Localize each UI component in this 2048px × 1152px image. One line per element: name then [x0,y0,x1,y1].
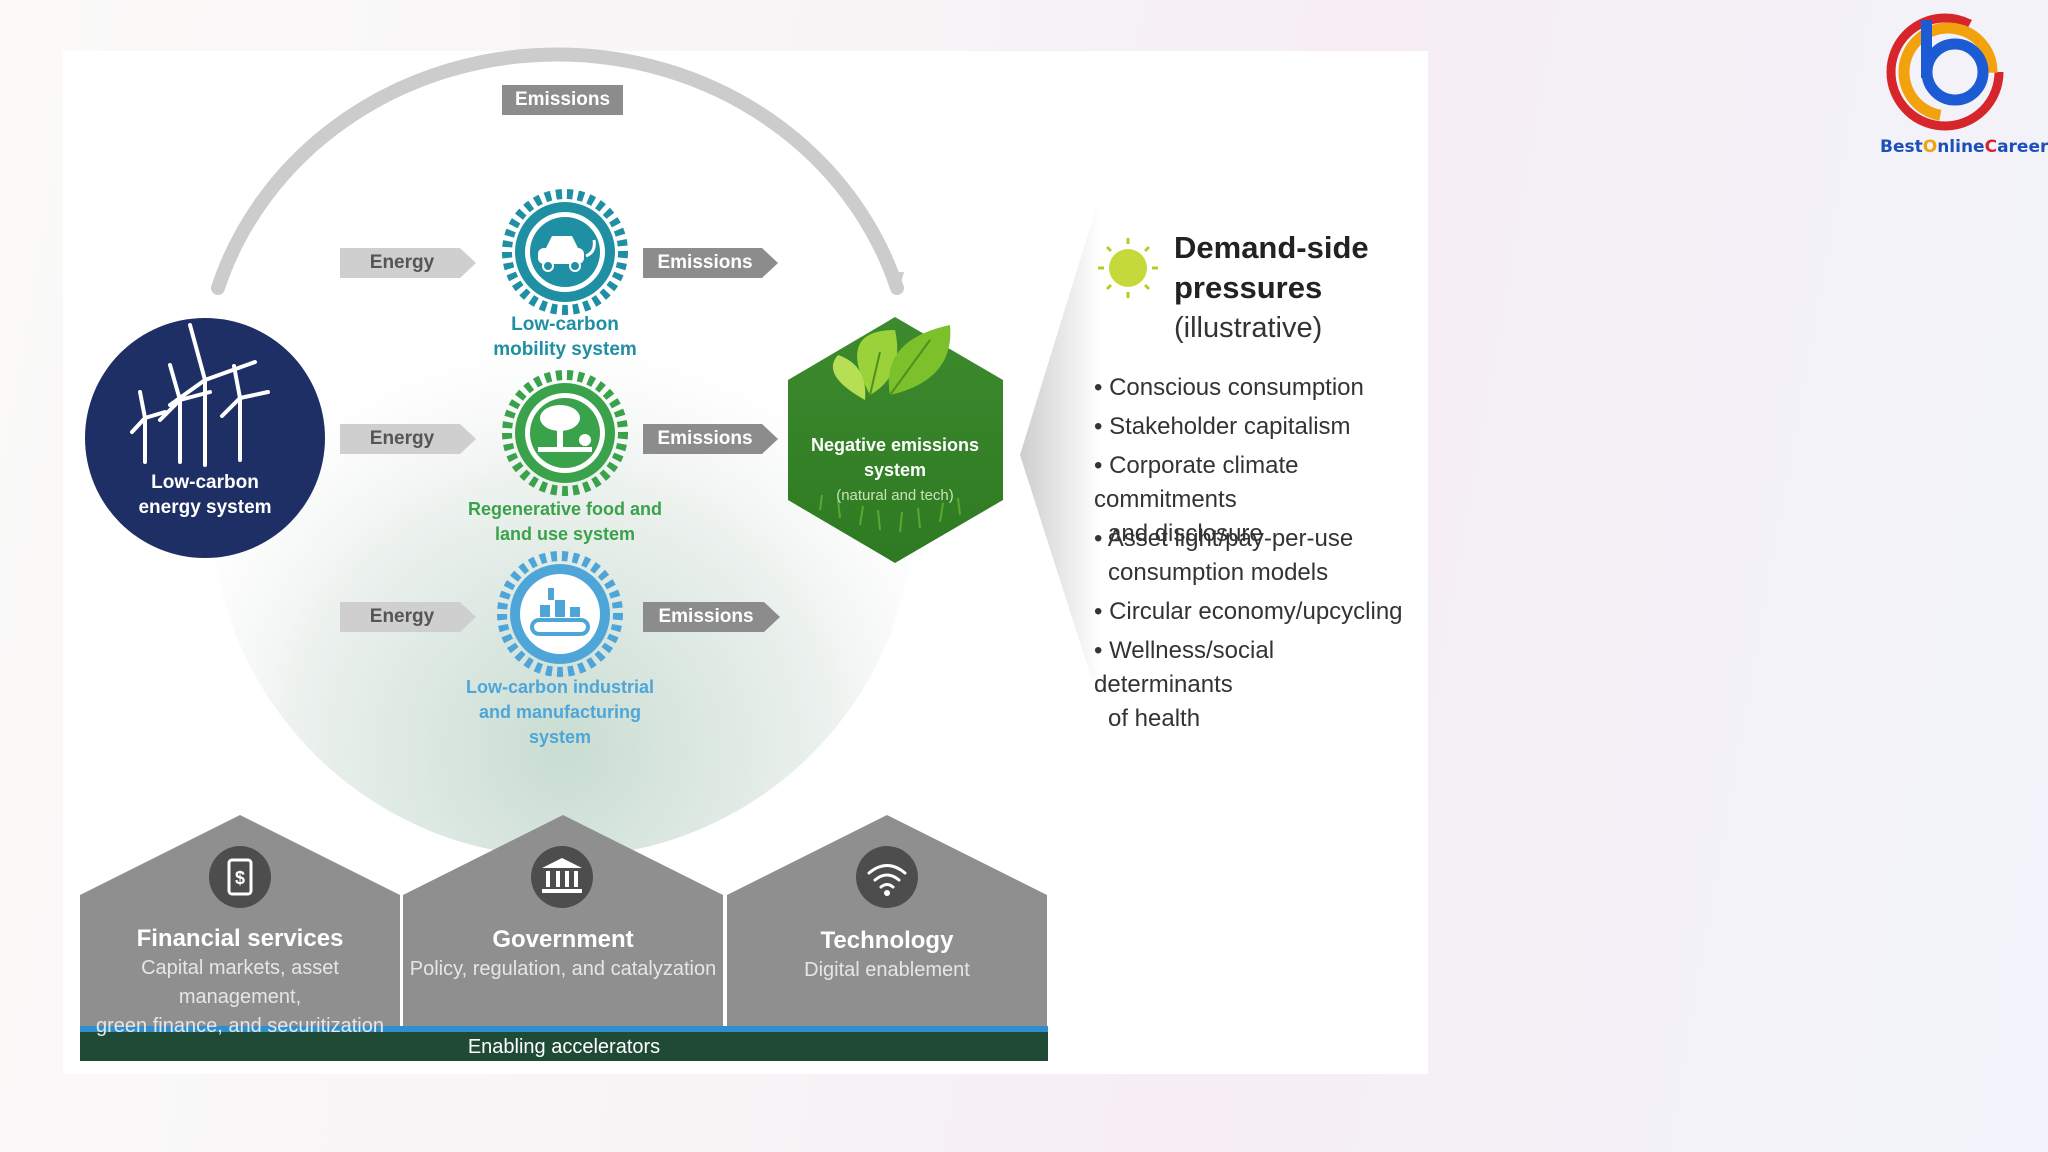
food-land-gear-icon [502,370,628,496]
emissions-output-label-2: Emissions [657,428,753,449]
wifi-icon [867,864,907,889]
top-emissions-box [502,85,623,115]
government-block: Government Policy, regulation, and catal… [409,926,717,980]
energy-system-label: Low-carbon energy system [138,472,272,518]
accent-blue-bar [80,1026,1048,1032]
system-circle [211,153,915,857]
technology-block: Technology Digital enablement [804,927,970,981]
energy-input-label-1: Energy [369,252,435,273]
industrial-gear-icon [497,551,623,677]
top-emissions-label: Emissions [514,89,611,110]
energy-arrow-2 [340,424,476,454]
emissions-output-label-1: Emissions [657,252,753,273]
emissions-arc [211,47,904,295]
list-item: • Stakeholder capitalism [1094,413,1351,440]
financial-services-block: Financial services Capital markets, asse… [96,925,384,1037]
demand-side-title: Demand-side pressures (illustrative) [1174,230,1369,344]
enabling-accelerators-bar [80,1032,1048,1061]
industrial-system-label: Low-carbon industrial and manufacturing … [465,677,654,747]
food-land-system-label: Regenerative food and land use system [467,499,663,544]
grass-decoration [819,494,961,533]
house-government [403,815,723,1026]
house-financial [80,815,400,1026]
demand-fan [1020,195,1100,705]
emissions-arrow-1 [643,248,778,278]
sun-icon [1098,238,1158,298]
emissions-arrow-2 [643,424,778,454]
energy-arrow-3 [340,602,476,632]
list-item: • Circular economy/upcycling [1094,598,1403,625]
energy-input-label-3: Energy [369,606,435,627]
house-technology [727,815,1047,1026]
enabling-accelerators-label: Enabling accelerators [467,1036,661,1058]
svg-text:$: $ [235,868,245,888]
emissions-output-label-3: Emissions [658,606,754,627]
energy-arrow-1 [340,248,476,278]
brand-logo-icon [1886,13,2004,131]
dollar-phone-icon [227,858,253,896]
mobility-gear-icon [502,189,628,315]
wind-turbine-icon [130,323,270,467]
bank-building-icon [542,858,582,893]
government-icon-circle [531,846,593,908]
financial-icon-circle [209,846,271,908]
mobility-system-label: Low-carbon mobility system [493,314,637,360]
emissions-arrow-3 [643,602,780,632]
energy-input-label-2: Energy [369,428,435,449]
list-item: • Conscious consumption [1094,374,1364,401]
demand-list: • Conscious consumption • Stakeholder ca… [1094,371,1414,732]
accelerator-houses [80,815,1047,1026]
brand-name: BestOnlineCareer [1880,137,2048,157]
technology-icon-circle [856,846,918,908]
leaf-icon [832,325,951,400]
negative-emissions-label: Negative emissions system (natural and t… [810,435,980,504]
